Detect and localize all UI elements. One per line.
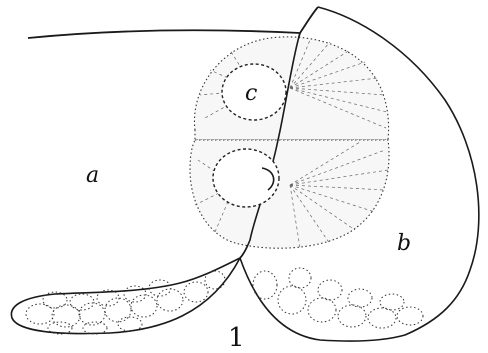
label-c: c bbox=[245, 81, 257, 106]
label-b: b bbox=[397, 231, 411, 256]
label-a: a bbox=[86, 163, 99, 188]
cell-a-top-outline bbox=[28, 7, 318, 38]
cell-a-lower-outline bbox=[11, 258, 240, 334]
lower-left-dotted-tissue bbox=[26, 271, 225, 334]
lower-right-dotted-tissue bbox=[253, 268, 423, 328]
figure-number: 1 bbox=[228, 323, 245, 353]
lower-nucleus bbox=[213, 149, 279, 207]
